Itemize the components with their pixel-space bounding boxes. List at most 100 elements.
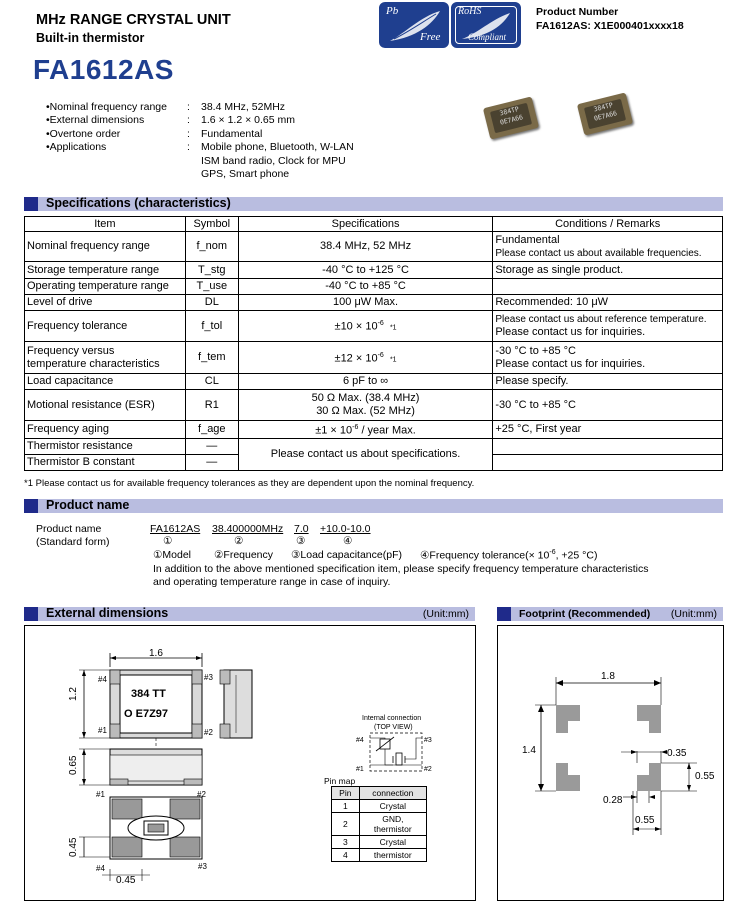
pin-map-title: Pin map [324, 776, 356, 786]
svg-text:#2: #2 [197, 790, 206, 799]
svg-text:0.65: 0.65 [68, 755, 79, 775]
legend-load: ③Load capacitance(pF) [291, 549, 402, 561]
footprint-frame [497, 625, 724, 901]
section-title: External dimensions [46, 606, 169, 620]
rohs-leaf-icon [462, 13, 510, 39]
svg-text:1.2: 1.2 [68, 687, 79, 701]
circle-number: ① [163, 535, 173, 547]
svg-text:#4: #4 [356, 737, 364, 744]
section-marker [24, 499, 38, 513]
product-name-section-header: Product name [24, 498, 723, 513]
svg-text:0.45: 0.45 [68, 837, 79, 857]
product-code-frequency: 38.400000MHz [212, 523, 284, 535]
table-row: Frequency aging f_age ±1 × 10-6 / year M… [24, 420, 723, 439]
table-header-row: Item Symbol Specifications Conditions / … [24, 216, 723, 232]
table-row: Thermistor B constant — [24, 453, 723, 471]
leaf-icon [390, 11, 440, 41]
product-number-value: FA1612AS: X1E000401xxxx18 [536, 20, 684, 32]
product-name-form-label: (Standard form) [36, 536, 110, 548]
section-title: Footprint (Recommended) [519, 608, 651, 620]
feature-row: •Applications:Mobile phone, Bluetooth, W… [46, 141, 354, 154]
svg-text:#3: #3 [204, 673, 213, 682]
circle-number: ③ [296, 535, 306, 547]
svg-text:0.55: 0.55 [635, 815, 655, 826]
svg-text:#2: #2 [424, 766, 432, 773]
specs-section-header: Specifications (characteristics) [24, 196, 723, 211]
legend-frequency: ②Frequency [214, 549, 274, 561]
svg-text:0.45: 0.45 [116, 875, 136, 886]
free-label: Free [420, 31, 441, 43]
product-code-model: FA1612AS [150, 523, 201, 535]
rohs-badge: RoHS Compliant [451, 2, 521, 48]
svg-text:0.55: 0.55 [695, 771, 715, 782]
svg-text:0.28: 0.28 [603, 795, 623, 806]
svg-text:#3: #3 [424, 737, 432, 744]
product-code-tolerance: +10.0-10.0 [320, 523, 371, 535]
legend-model: ①Model [153, 549, 192, 561]
svg-text:384 TT: 384 TT [131, 688, 166, 700]
product-number-label: Product Number [536, 6, 619, 18]
svg-text:1.6: 1.6 [149, 648, 163, 659]
external-dimensions-drawing: 1.6 1.2 384 TT O E7Z97 #4 #3 #1 #2 0.65 … [68, 648, 432, 886]
product-code-load: 7.0 [294, 523, 309, 535]
product-name-note: In addition to the above mentioned speci… [153, 563, 649, 575]
feature-row: •Nominal frequency range:38.4 MHz, 52MHz [46, 101, 286, 113]
svg-text:1.8: 1.8 [601, 671, 615, 682]
svg-text:#3: #3 [198, 862, 207, 871]
model-name: FA1612AS [33, 54, 174, 85]
table-row: Load capacitance CL 6 pF to ∞ Please spe… [24, 373, 723, 390]
footprint-section-header: Footprint (Recommended) (Unit:mm) [497, 607, 723, 621]
feature-row: ISM band radio, Clock for MPU [201, 154, 346, 167]
unit-label: (Unit:mm) [670, 608, 717, 620]
feature-row: •Overtone order:Fundamental [46, 127, 263, 140]
legend-tolerance: ④Frequency tolerance(× 10-6, +25 °C) [420, 549, 598, 562]
svg-text:(TOP VIEW): (TOP VIEW) [374, 724, 413, 731]
section-marker [24, 607, 38, 621]
footprint-drawing: 1.8 1.4 0.35 0.55 0.28 0.55 [522, 671, 715, 835]
svg-text:Internal connection: Internal connection [362, 715, 421, 722]
svg-text:0.35: 0.35 [667, 748, 687, 759]
circle-number: ② [234, 535, 244, 547]
svg-text:#2: #2 [204, 728, 213, 737]
specs-table: Item Symbol Specifications Conditions / … [24, 216, 723, 471]
product-name-label: Product name [36, 523, 102, 535]
product-name-note: and operating temperature range in case … [153, 576, 391, 588]
compliant-label: Compliant [468, 32, 507, 42]
doc-subtitle: Built-in thermistor [36, 31, 145, 45]
table-row: Storage temperature range T_stg -40 °C t… [24, 261, 723, 279]
pb-label: Pb [386, 5, 399, 17]
section-title: Product name [46, 498, 130, 512]
unit-label: (Unit:mm) [422, 608, 469, 620]
circle-number: ④ [343, 535, 353, 547]
features-list: •Nominal frequency range:38.4 MHz, 52MHz… [46, 101, 354, 181]
svg-text:#4: #4 [98, 675, 107, 684]
specs-footnote: *1 Please contact us for available frequ… [24, 478, 475, 489]
pb-free-badge: Pb Free [379, 2, 449, 48]
table-row: Frequency tolerance f_tol ±10 × 10-6 *1 … [24, 310, 723, 342]
svg-text:#1: #1 [96, 790, 105, 799]
svg-text:#1: #1 [356, 766, 364, 773]
rohs-label: RoHS [458, 6, 482, 17]
table-row: Nominal frequency range f_nom 38.4 MHz, … [24, 231, 723, 262]
section-title: Specifications (characteristics) [46, 196, 231, 210]
external-section-header: External dimensions (Unit:mm) [24, 606, 475, 621]
external-dimensions-frame [24, 625, 476, 901]
svg-text:#1: #1 [98, 726, 107, 735]
table-row: Level of drive DL 100 μW Max. Recommende… [24, 294, 723, 311]
table-row: Thermistor resistance — Please contact u… [24, 437, 723, 471]
svg-text:#4: #4 [96, 864, 105, 873]
section-marker [497, 607, 511, 621]
section-marker [24, 197, 38, 211]
table-row: Motional resistance (ESR) R1 50 Ω Max. (… [24, 389, 723, 421]
svg-text:1.4: 1.4 [522, 745, 536, 756]
table-row: Operating temperature range T_use -40 °C… [24, 278, 723, 295]
